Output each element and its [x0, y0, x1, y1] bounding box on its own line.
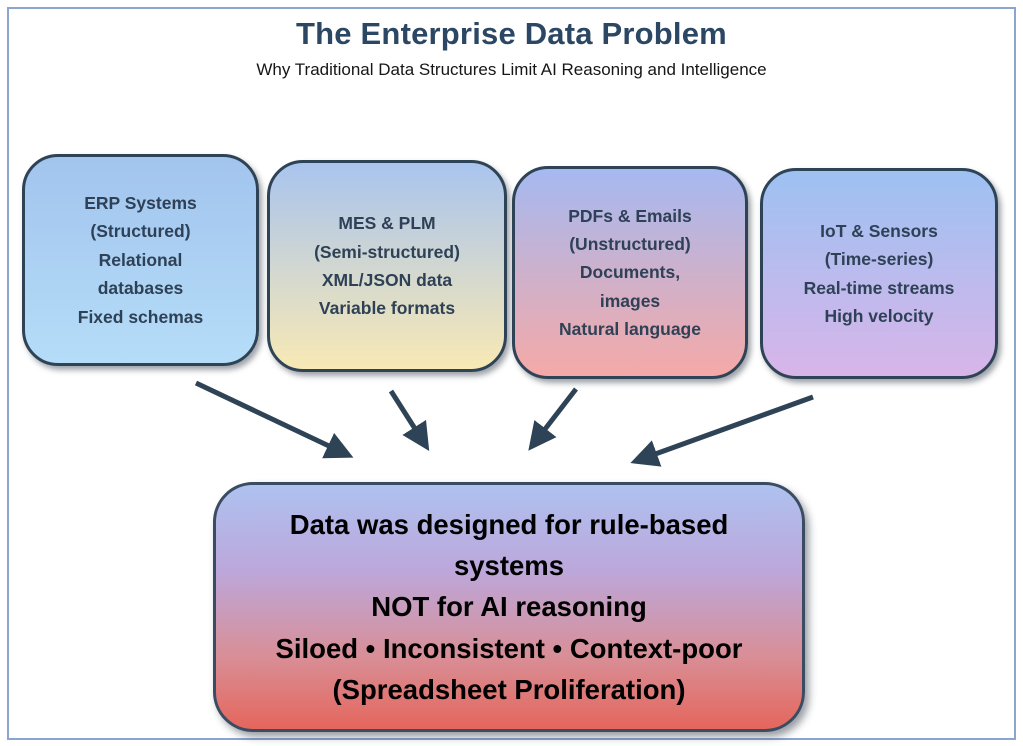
conclusion-line: Siloed • Inconsistent • Context-poor	[275, 632, 743, 664]
source-box-line: Fixed schemas	[77, 306, 204, 327]
source-box-line: ERP Systems	[84, 193, 197, 214]
source-box-line: Documents,	[579, 262, 681, 283]
source-box-line: (Structured)	[90, 221, 191, 242]
source-box-line: Real-time streams	[803, 277, 955, 298]
source-box-line: (Semi-structured)	[314, 241, 460, 262]
source-box-line: MES & PLM	[338, 213, 436, 234]
source-box-line: XML/JSON data	[321, 270, 453, 290]
conclusion-line: (Spreadsheet Proliferation)	[332, 673, 686, 705]
source-box-erp: ERP Systems (Structured) Relational data…	[22, 154, 259, 366]
source-box-line: Natural language	[559, 319, 701, 340]
conclusion-box: Data was designed for rule-based systems…	[213, 482, 805, 732]
source-box-line: images	[599, 290, 661, 311]
conclusion-line: NOT for AI reasoning	[371, 591, 647, 623]
source-box-mes-plm: MES & PLM (Semi-structured) XML/JSON dat…	[267, 160, 507, 372]
arrow-mes-to-center	[388, 389, 430, 452]
source-box-line: PDFs & Emails	[568, 205, 692, 226]
source-box-line: High velocity	[824, 305, 934, 326]
source-box-line: (Unstructured)	[569, 233, 691, 254]
source-box-line: databases	[97, 278, 184, 299]
conclusion-line: Data was designed for rule-based	[289, 508, 729, 540]
page-title: The Enterprise Data Problem	[296, 16, 727, 51]
page-subtitle: Why Traditional Data Structures Limit AI…	[256, 60, 767, 79]
source-box-pdfs-emails: PDFs & Emails (Unstructured) Documents, …	[512, 166, 748, 379]
conclusion-line: systems	[453, 550, 565, 582]
arrow-pdfs-to-center	[528, 387, 578, 451]
source-box-line: IoT & Sensors	[820, 220, 938, 241]
source-box-line: Relational	[98, 249, 183, 270]
source-box-line: Variable formats	[318, 298, 456, 319]
arrow-erp-to-center	[194, 380, 354, 459]
arrow-iot-to-center	[630, 394, 814, 467]
source-box-iot-sensors: IoT & Sensors (Time-series) Real-time st…	[760, 168, 998, 379]
source-box-line: (Time-series)	[824, 249, 934, 270]
